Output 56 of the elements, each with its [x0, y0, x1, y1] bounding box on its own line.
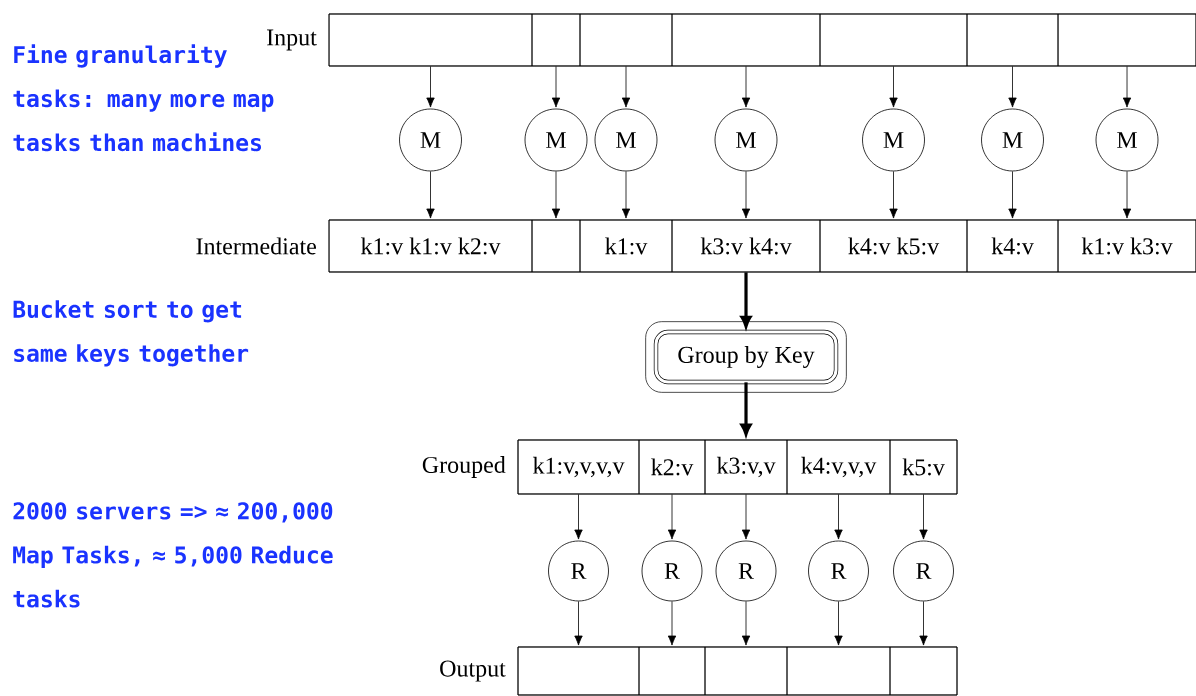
- arrow: [889, 66, 898, 108]
- arrow: [426, 66, 435, 108]
- cell-box: k1:v k3:v: [1057, 219, 1196, 273]
- cell-box: [671, 13, 821, 67]
- cell-box: k3:v,v: [704, 439, 788, 495]
- cell-box: [517, 646, 640, 696]
- arrow: [621, 66, 631, 108]
- arrow: [1008, 171, 1017, 219]
- cell-box: [704, 646, 788, 696]
- cell-box: k3:v k4:v: [671, 219, 821, 273]
- arrow: [574, 494, 583, 540]
- arrow: [1122, 66, 1132, 108]
- cell-box: k1:v,v,v,v: [517, 439, 640, 495]
- arrow: [574, 601, 583, 646]
- cell-box: k2:v: [638, 439, 706, 495]
- cell-box: [328, 13, 533, 67]
- row-label: Input: [267, 29, 317, 51]
- cell-box: [889, 646, 958, 696]
- arrow: [551, 66, 561, 108]
- cell-box: k4:v,v,v: [786, 439, 891, 495]
- cell-box: [638, 646, 706, 696]
- cell-box: [579, 13, 673, 67]
- arrow: [667, 601, 677, 646]
- cell-box: [819, 13, 968, 67]
- cell-box: k4:v k5:v: [819, 219, 968, 273]
- cell-box: k1:v: [579, 219, 673, 273]
- note-text: Bucket sort to get same keys together: [13, 300, 249, 367]
- arrow: [667, 494, 677, 540]
- note-text: 2000 servers => ≈ 200,000 Map Tasks, ≈ 5,000 Reduce tasks: [13, 502, 333, 608]
- arrow: [741, 171, 751, 219]
- arrow: [889, 171, 898, 219]
- row-label: Intermediate: [196, 237, 316, 255]
- arrow: [621, 171, 631, 219]
- cell-box: [531, 13, 581, 67]
- arrow: [919, 494, 928, 540]
- cell-box: k5:v: [889, 439, 958, 495]
- arrow: [740, 382, 752, 436]
- cell-box: [966, 13, 1059, 67]
- arrow: [551, 171, 561, 219]
- arrow: [1008, 66, 1017, 108]
- arrow: [741, 66, 751, 108]
- arrow: [741, 494, 751, 540]
- arrow: [426, 171, 435, 219]
- row-label: Output: [440, 660, 506, 682]
- arrow: [919, 601, 928, 646]
- arrow: [1122, 171, 1132, 219]
- process-box: Group by Key: [645, 321, 847, 393]
- cell-box: [531, 219, 581, 273]
- row-label: Grouped: [422, 456, 506, 478]
- cell-box: k1:v k1:v k2:v: [328, 219, 533, 273]
- cell-box: k4:v: [966, 219, 1059, 273]
- cell-box: [1057, 13, 1196, 67]
- arrow: [834, 494, 843, 540]
- arrow: [834, 601, 843, 646]
- cell-box: [786, 646, 891, 696]
- arrow: [741, 601, 751, 646]
